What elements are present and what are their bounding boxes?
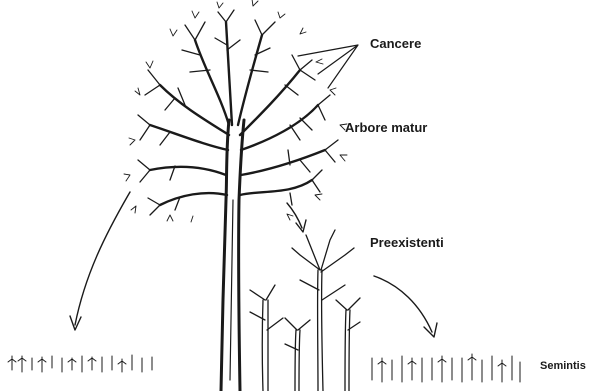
growth-arrow-center <box>287 203 302 228</box>
seedlings-right <box>372 354 520 382</box>
mature-tree <box>124 0 347 391</box>
label-cancere: Cancere <box>370 36 421 51</box>
label-arbore-matur: Arbore matur <box>345 120 427 135</box>
label-preexistenti: Preexistenti <box>370 235 444 250</box>
dispersal-arrow-right <box>374 276 432 332</box>
label-semintis: Semintis <box>540 360 586 372</box>
mature-tree-branches <box>150 22 325 205</box>
mature-tree-trunk-shade <box>230 200 233 380</box>
preexisting-saplings <box>250 230 360 391</box>
mature-tree-twigs <box>138 10 338 215</box>
dispersal-arrow-left <box>75 192 130 325</box>
seedlings-left <box>8 355 152 372</box>
cancere-pointers <box>298 45 358 88</box>
